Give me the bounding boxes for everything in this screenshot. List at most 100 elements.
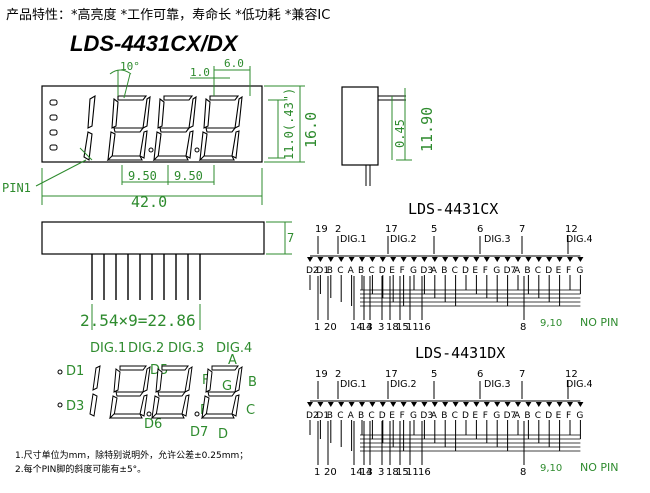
diode-7: [379, 257, 386, 262]
dim-pitch-b: 9.50: [174, 169, 203, 183]
dim-angle: 10°: [120, 60, 140, 73]
segment-14: C: [452, 266, 458, 276]
diode-25: [567, 257, 573, 262]
segment-26: G: [576, 411, 583, 421]
diode-3: [338, 257, 345, 262]
bottom-pin-3: 3: [378, 322, 384, 333]
segment-2: B: [327, 411, 333, 421]
model-title: LDS-4431CX/DX: [70, 31, 238, 56]
diode-24: [556, 402, 563, 407]
bottom-pin-4: 4: [366, 467, 372, 478]
segment-9: F: [400, 411, 405, 421]
segment-22: C: [535, 411, 541, 421]
diode-18: [494, 402, 501, 407]
segment-8: E: [389, 266, 395, 276]
diode-14: [452, 257, 459, 262]
diode-16: [473, 257, 480, 262]
diode-24: [556, 257, 563, 262]
diode-8: [390, 402, 397, 407]
top-pin-12: 12: [565, 369, 578, 380]
diode-14: [452, 402, 459, 407]
segment-1: D1: [316, 411, 329, 421]
no-pin-label: NO PIN: [580, 461, 619, 474]
dim-pitch-a: 9.50: [128, 169, 157, 183]
indicator-dots: [49, 99, 58, 151]
label-d: D: [218, 427, 228, 442]
segment-3: C: [337, 266, 343, 276]
diode-25: [567, 402, 573, 407]
label-f: F: [202, 373, 209, 388]
top-pin-5: 5: [431, 369, 437, 380]
diode-23: [546, 257, 553, 262]
bottom-pin-20: 20: [324, 467, 337, 478]
bottom-pin-1: 1: [314, 322, 320, 333]
bottom-pin-1: 1: [314, 467, 320, 478]
top-pin-17: 17: [385, 224, 398, 235]
segment-17: F: [483, 266, 488, 276]
top-pin-19: 19: [315, 369, 328, 380]
digit-group-3: DIG.3: [484, 379, 511, 390]
diode-2: [327, 257, 334, 262]
diode-21: [525, 402, 532, 407]
dim-body-height: 16.0: [302, 112, 320, 148]
bottom-pin-18: 18: [386, 467, 399, 478]
dim-side-b: 11.90: [418, 107, 436, 152]
bottom-pin-15: 15: [396, 467, 409, 478]
bottom-pin-15: 15: [396, 322, 409, 333]
bottom-pin-14: 14: [350, 467, 363, 478]
segment-1: D1: [316, 266, 329, 276]
diode-18: [494, 257, 501, 262]
segment-18: G: [493, 266, 500, 276]
bottom-view-pins: [91, 254, 201, 300]
segment-23: D: [545, 266, 552, 276]
dim-pin-span: 2.54×9=22.86: [80, 311, 196, 330]
label-c: C: [246, 403, 255, 418]
note-tolerance: 1.尺寸单位为mm，除特别说明外，允许公差±0.25mm；: [15, 451, 249, 461]
top-pin-17: 17: [385, 369, 398, 380]
diode-26: [577, 402, 584, 407]
top-pin-19: 19: [315, 224, 328, 235]
digit-group-3: DIG.3: [484, 234, 511, 245]
diode-20: [515, 402, 521, 407]
schematic-dx-title: LDS-4431DX: [415, 344, 506, 362]
digit-label-drawing: DIG.1 DIG.2 DIG.3 DIG.4 D1 D3 D5 D6 D7 A…: [57, 341, 257, 442]
label-g: G: [222, 379, 232, 394]
segment-5: B: [358, 266, 364, 276]
segment-13: B: [441, 411, 447, 421]
segment-19: D7: [504, 411, 517, 421]
label-d1: D1: [66, 364, 84, 379]
front-digit-2: [106, 95, 151, 161]
front-digit-1: [83, 94, 96, 161]
segment-16: E: [472, 266, 478, 276]
segment-21: B: [524, 266, 530, 276]
segment-15: D: [462, 411, 469, 421]
segment-17: F: [483, 411, 488, 421]
segment-23: D: [545, 411, 552, 421]
diode-2: [327, 402, 334, 407]
dim-digit-width: 6.0: [224, 57, 244, 70]
diode-11: [421, 257, 428, 262]
diode-8: [390, 257, 397, 262]
bottom-view-body: [41, 221, 265, 255]
bottom-pin-20: 20: [324, 322, 337, 333]
no-pin-label: NO PIN: [580, 316, 619, 329]
segment-4: A: [348, 411, 355, 421]
diode-12: [431, 402, 438, 407]
label-d7: D7: [190, 425, 208, 440]
diode-12: [431, 257, 438, 262]
top-pin-2: 2: [335, 369, 341, 380]
front-digit-4: [198, 95, 243, 161]
bottom-pin-nc: 9,10: [540, 463, 562, 474]
bottom-pin-8: 8: [520, 467, 526, 478]
top-pin-7: 7: [519, 224, 525, 235]
segment-7: D: [379, 266, 386, 276]
dim-thickness: 7: [287, 231, 294, 245]
diode-23: [546, 402, 553, 407]
top-pin-12: 12: [565, 224, 578, 235]
diode-1: [317, 257, 324, 262]
diode-5: [359, 257, 365, 262]
note-pin-angle: 2.每个PIN脚的斜度可能有±5°。: [15, 465, 147, 475]
top-pin-6: 6: [477, 224, 483, 235]
